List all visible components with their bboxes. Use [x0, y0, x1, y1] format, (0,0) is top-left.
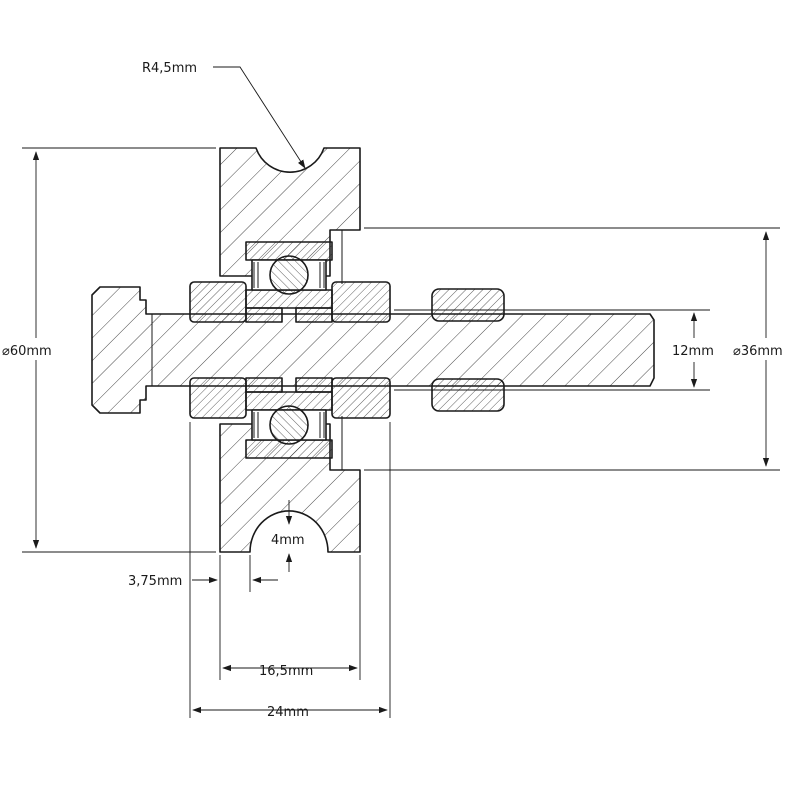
overall-width-dimension: 24mm — [189, 422, 391, 720]
groove-depth-dimension: 4mm — [271, 500, 305, 572]
inner-ring-bottom-left — [245, 377, 283, 393]
shaft-height-label: 12mm — [672, 344, 714, 359]
inner-ring-top-left — [245, 307, 283, 323]
spacer-left-top — [189, 281, 247, 323]
wheel-width-dimension: 16,5mm — [219, 555, 361, 680]
spacer-left-bottom — [189, 377, 247, 419]
groove-radius-label: R4,5mm — [142, 61, 197, 76]
wheel-width-label: 16,5mm — [259, 664, 313, 679]
inner-ring-top-right — [295, 307, 333, 323]
spacer-right-top — [331, 281, 391, 323]
lower-bearing — [245, 391, 333, 459]
shaft-height-dimension: 12mm — [394, 309, 714, 391]
lower-ball — [269, 405, 309, 445]
upper-bearing — [245, 241, 333, 309]
upper-ball — [269, 255, 309, 295]
nut-top — [431, 288, 505, 322]
bearing-diameter-label: ⌀36mm — [733, 344, 783, 359]
groove-radius-dimension: R4,5mm — [142, 61, 306, 169]
nut-bottom — [431, 378, 505, 412]
spacer-right-bottom — [331, 377, 391, 419]
groove-depth-label: 4mm — [271, 533, 305, 548]
overall-width-label: 24mm — [267, 705, 309, 720]
outer-diameter-label: ⌀60mm — [2, 344, 52, 359]
outer-diameter-dimension: ⌀60mm — [2, 147, 216, 553]
wall-offset-label: 3,75mm — [128, 574, 182, 589]
spacers — [189, 281, 505, 419]
dimensions: R4,5mm ⌀60mm ⌀36mm 12mm 4mm — [2, 61, 783, 720]
inner-ring-bottom-right — [295, 377, 333, 393]
wall-offset-dimension: 3,75mm — [128, 555, 278, 592]
bearing-diameter-dimension: ⌀36mm — [364, 227, 783, 471]
